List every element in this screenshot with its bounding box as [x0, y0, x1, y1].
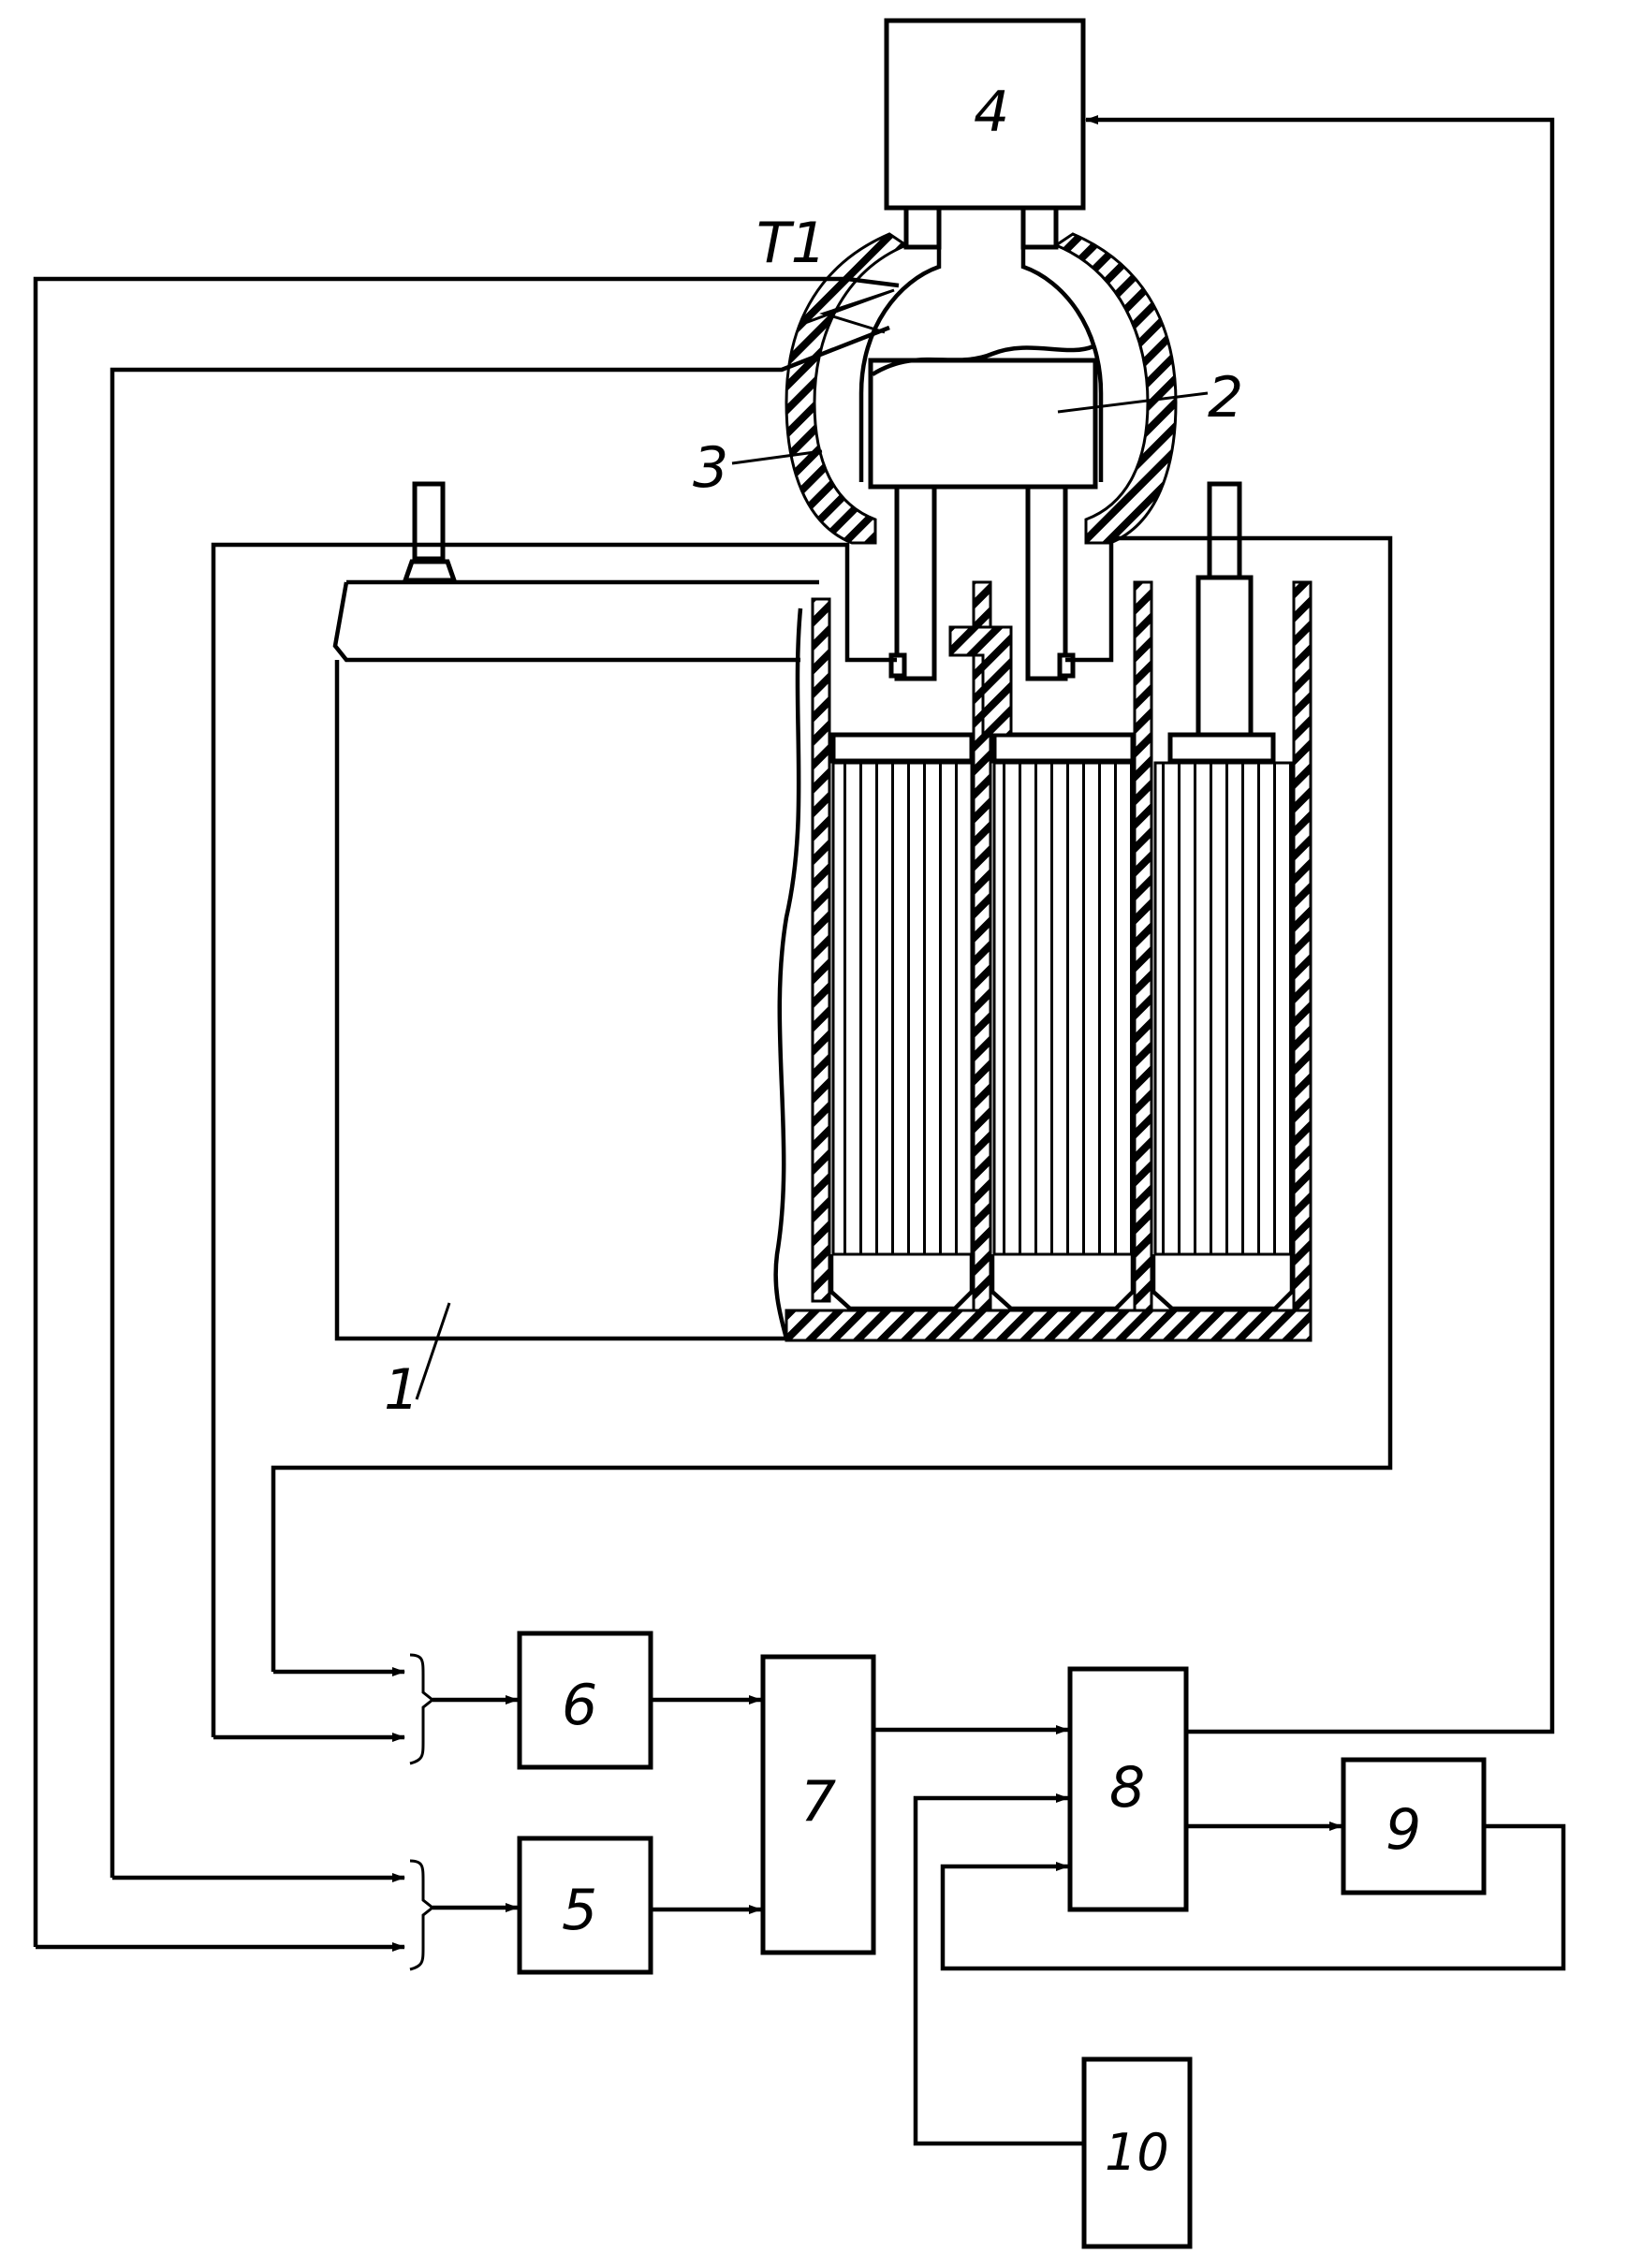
block-4-label: 4	[974, 80, 1009, 145]
container-label-2: 2	[1208, 365, 1243, 431]
block-8: 8	[1070, 1669, 1186, 1910]
block-4: 4	[887, 21, 1083, 247]
battery-1	[335, 484, 1311, 1340]
block-5: 5	[520, 1838, 651, 1972]
block-9: 9	[1343, 1760, 1484, 1893]
block-10-label: 10	[1105, 2123, 1169, 2182]
battery-label-1: 1	[384, 1357, 419, 1423]
block-9-label: 9	[1386, 1797, 1421, 1863]
block-7-label: 7	[800, 1769, 836, 1835]
block-10: 10	[1084, 2059, 1190, 2246]
block-8-label: 8	[1109, 1755, 1145, 1821]
block-6: 6	[520, 1633, 651, 1767]
sensor-label-t1: T1	[756, 211, 827, 276]
jacket-label-3: 3	[693, 435, 728, 501]
block-6-label: 6	[562, 1673, 597, 1738]
block-5-label: 5	[562, 1878, 597, 1943]
block-7: 7	[763, 1657, 873, 1953]
